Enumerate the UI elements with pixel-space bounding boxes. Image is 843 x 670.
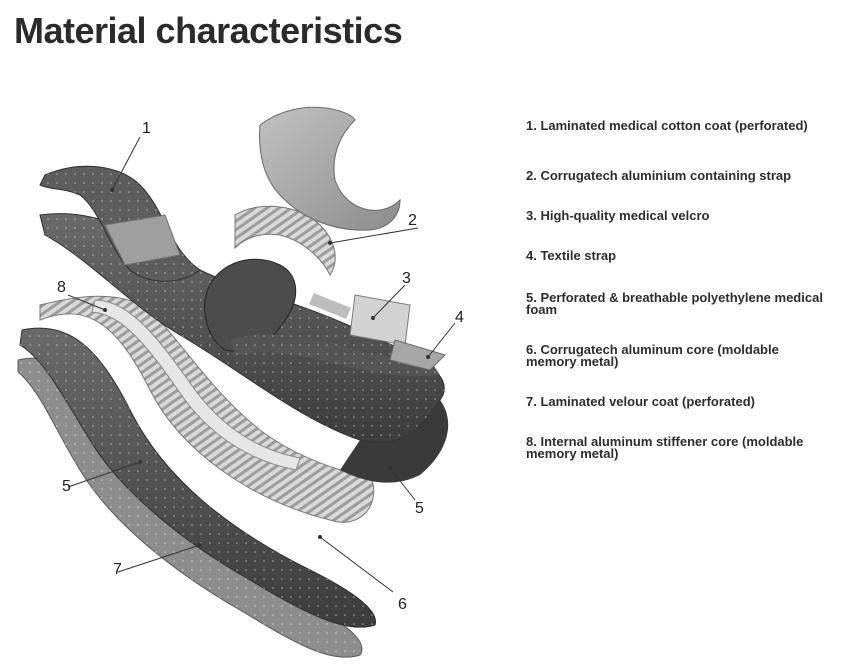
legend-item-6: 6. Corrugatech aluminum core (moldable m…: [526, 342, 779, 369]
callout-6: 6: [398, 596, 407, 613]
layer-foam-upper-side: [340, 400, 449, 483]
callout-5-left: 5: [62, 478, 71, 495]
cuff-strap: [204, 258, 297, 352]
legend-item-2: 2. Corrugatech aluminium containing stra…: [526, 168, 792, 183]
callout-4: 4: [455, 309, 464, 326]
legend-item-5: 5. Perforated & breathable polyethylene …: [526, 290, 823, 317]
legend-item-3: 3. High-quality medical velcro: [526, 208, 710, 223]
exploded-splint-diagram: 1 2 3 4 5 8 5 7 6: [17, 106, 464, 658]
textile-strap: [389, 339, 446, 371]
callout-5-right: 5: [415, 500, 424, 517]
callout-7: 7: [113, 561, 122, 578]
callout-1: 1: [142, 120, 151, 137]
legend-item-4: 4. Textile strap: [526, 248, 617, 263]
page-title: Material characteristics: [14, 10, 403, 51]
legend-item-8: 8. Internal aluminum stiffener core (mol…: [526, 434, 804, 461]
callout-2: 2: [408, 212, 417, 229]
top-shell: [259, 106, 401, 231]
callout-3: 3: [402, 270, 411, 287]
legend-item-1: 1. Laminated medical cotton coat (perfor…: [526, 118, 808, 133]
legend-item-7: 7. Laminated velour coat (perforated): [526, 394, 755, 409]
callout-8: 8: [57, 279, 66, 296]
layer-internal-stiffener: [91, 299, 301, 471]
velcro-strap-light: [104, 214, 181, 266]
corrugated-strap: [234, 205, 336, 276]
